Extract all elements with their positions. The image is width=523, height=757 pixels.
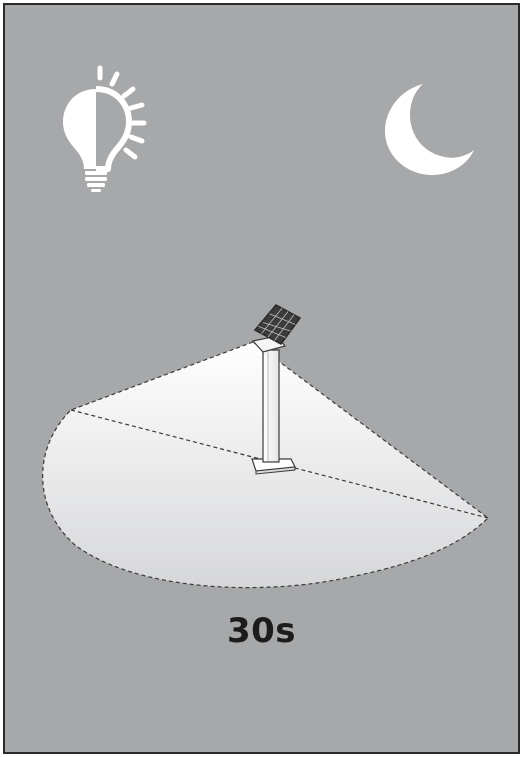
crescent-moon-icon: [385, 84, 474, 175]
solar-panel: [253, 304, 302, 345]
solar-bollard-light: [251, 304, 302, 475]
illustration-panel: 30s: [3, 3, 520, 754]
scene-illustration: [42, 65, 489, 589]
duration-label: 30s: [226, 611, 297, 651]
light-bulb-icon: [63, 65, 147, 192]
